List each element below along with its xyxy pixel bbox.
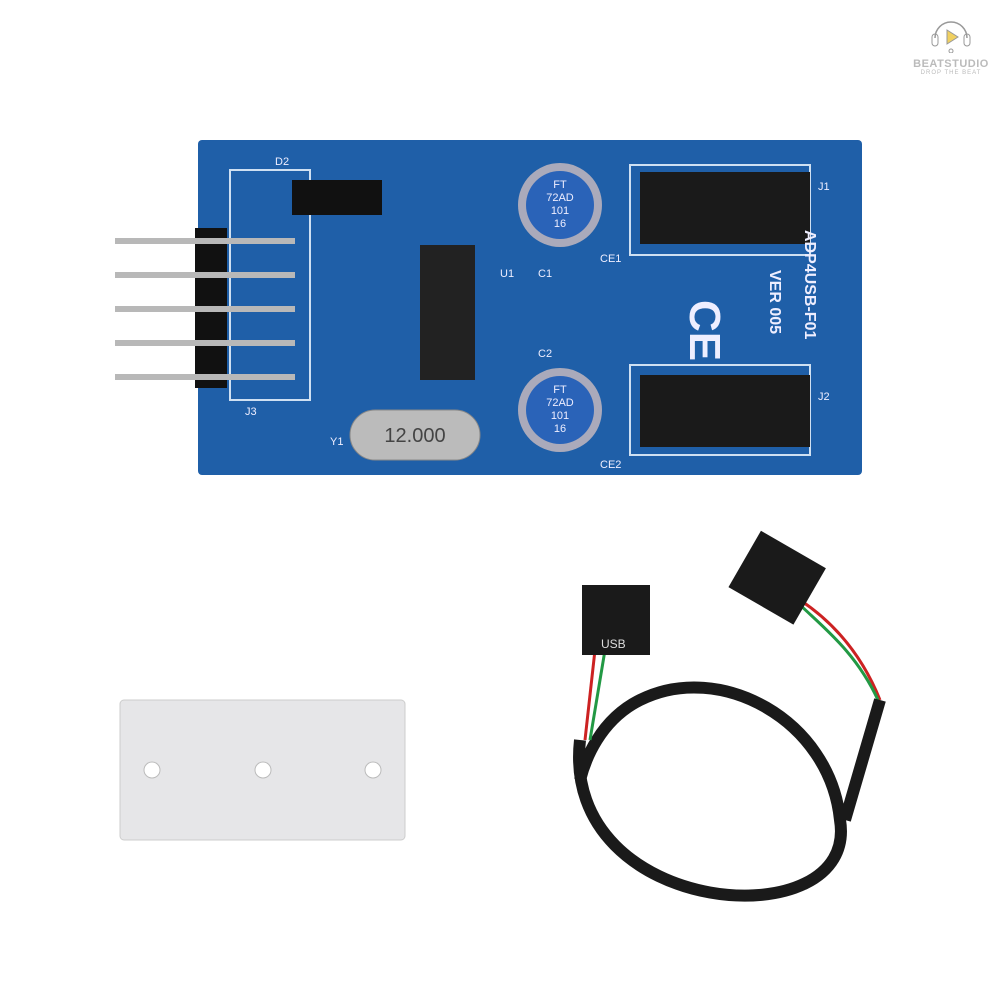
- usb-connector-right: [728, 530, 826, 625]
- usb-connector-label: USB: [601, 637, 626, 651]
- label-c1: C1: [538, 268, 552, 280]
- usb-header-j1: [640, 172, 810, 244]
- usb-connector-left: [582, 585, 650, 655]
- label-u1: U1: [500, 268, 514, 280]
- svg-text:16: 16: [554, 423, 566, 435]
- label-ce1: CE1: [600, 253, 621, 265]
- cap-marking-ce1: FT 72AD 101 16: [546, 179, 574, 230]
- diode: [292, 180, 382, 215]
- label-j2: J2: [818, 391, 830, 403]
- svg-text:72AD: 72AD: [546, 397, 574, 409]
- metal-plate: [119, 699, 406, 841]
- crystal: [349, 409, 481, 461]
- beatstudio-logo: BEATSTUDIO DROP THE BEAT: [905, 8, 997, 76]
- usb-hub-pcb: FT 72AD 101 16 FT 72AD 101 16 12.000 CE …: [115, 140, 862, 475]
- label-ce2: CE2: [600, 459, 621, 471]
- ic-chip: [420, 245, 475, 380]
- board-model: ADP4USB-F01: [801, 230, 818, 339]
- ce-mark: CE: [680, 300, 729, 361]
- label-c2: C2: [538, 348, 552, 360]
- label-y1: Y1: [330, 436, 343, 448]
- svg-text:72AD: 72AD: [546, 192, 574, 204]
- cap-marking-ce2: FT 72AD 101 16: [546, 384, 574, 435]
- usb-header-j2: [640, 375, 810, 447]
- header-pins-j3: [115, 228, 295, 388]
- brand-name: BEATSTUDIO: [913, 58, 989, 70]
- svg-text:16: 16: [554, 218, 566, 230]
- label-j3: J3: [245, 406, 257, 418]
- svg-text:101: 101: [551, 205, 569, 217]
- crystal-marking: 12.000: [384, 425, 445, 447]
- tagline: DROP THE BEAT: [920, 70, 982, 76]
- svg-text:FT: FT: [553, 384, 567, 396]
- svg-text:101: 101: [551, 410, 569, 422]
- board-version: VER 005: [766, 270, 783, 334]
- headphones-play-icon: [931, 21, 971, 54]
- label-d2: D2: [275, 156, 289, 168]
- label-j1: J1: [818, 181, 830, 193]
- svg-text:FT: FT: [553, 179, 567, 191]
- usb-cable: USB: [573, 530, 886, 902]
